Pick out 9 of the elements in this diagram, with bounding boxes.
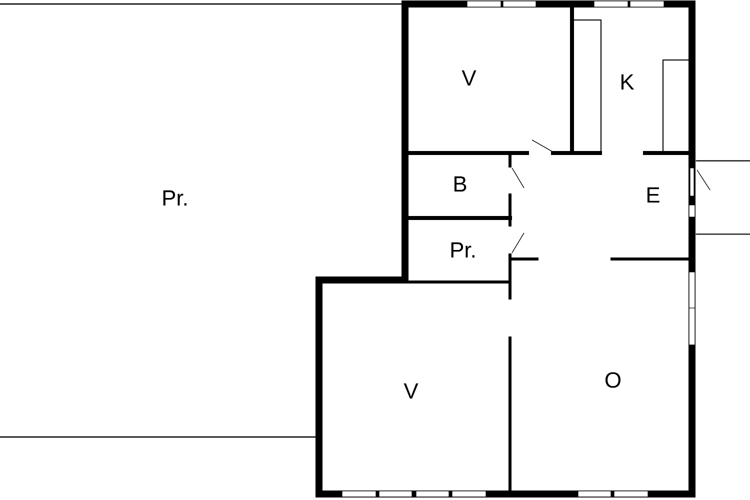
room-label: O	[605, 372, 620, 388]
room-label: E	[647, 187, 660, 203]
room-label: V	[404, 383, 418, 399]
room-label: Pr.	[163, 190, 186, 206]
room-label: K	[621, 74, 634, 90]
porch-area	[696, 160, 750, 235]
room-label: V	[462, 70, 476, 86]
room-label: B	[454, 176, 466, 192]
room-label: Pr.	[451, 242, 474, 258]
